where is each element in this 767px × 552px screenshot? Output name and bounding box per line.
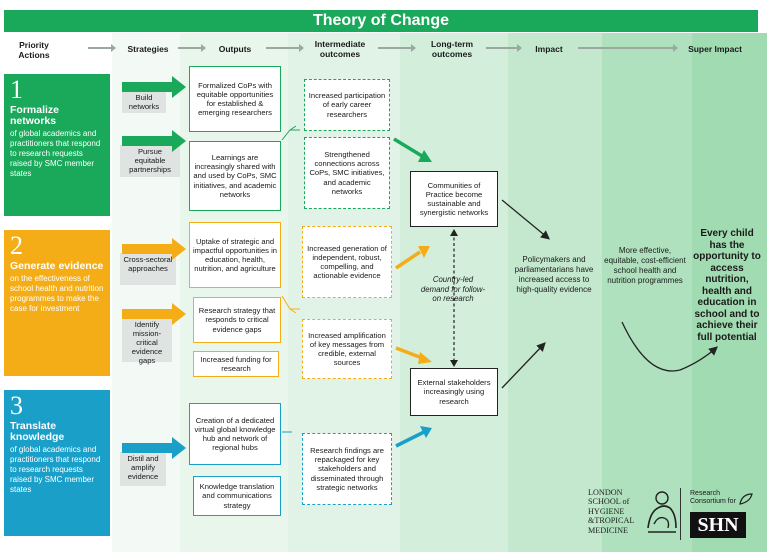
strategy-cross-sectoral: Cross-sectoral approaches	[120, 253, 176, 285]
lshtm-crest-icon	[647, 491, 677, 533]
header-strategies: Strategies	[127, 44, 169, 54]
rc-shn-logo: Research Consortium for SHN	[690, 490, 760, 540]
rc-small-text: Research Consortium for	[690, 490, 736, 505]
priority-title: Formalize networks	[10, 104, 60, 127]
arrow-cross-sectoral	[122, 238, 186, 260]
impact-policymakers: Policymakers and parliamentarians have i…	[514, 255, 594, 294]
strategy-equitable-partnerships: Pursue equitable partnerships	[120, 145, 180, 177]
arrowhead-orange-up	[418, 246, 430, 258]
arrow-equitable-partnerships	[122, 130, 186, 152]
band-impact	[508, 33, 602, 552]
header-intermediate: Intermediate outcomes	[314, 39, 366, 59]
header-arrow	[378, 44, 416, 52]
logo-divider	[680, 488, 681, 540]
arrowhead-link-up	[450, 229, 458, 236]
intermediate-evidence-generation: Increased generation of independent, rob…	[302, 226, 392, 298]
rc-shn-badge: SHN	[690, 512, 746, 538]
priority-action-2: 2 Generate evidence on the effectiveness…	[4, 230, 110, 376]
output-formalized-cops: Formalized CoPs with equitable opportuni…	[189, 66, 281, 132]
intermediate-strengthened-connections: Strengthened connections across CoPs, SM…	[304, 137, 390, 209]
lshtm-logo: LONDON SCHOOL of HYGIENE &TROPICAL MEDIC…	[588, 488, 680, 544]
priority-desc: of global academics and practitioners th…	[10, 445, 101, 494]
strategy-build-networks: Build networks	[122, 91, 166, 113]
output-increased-funding: Increased funding for research	[193, 351, 279, 377]
intermediate-early-career: Increased participation of early career …	[304, 79, 390, 131]
header-longterm: Long-term outcomes	[430, 39, 474, 59]
priority-number: 3	[10, 391, 23, 420]
arrowhead-green	[418, 150, 432, 162]
arrow-identify-gaps	[122, 303, 186, 325]
priority-title: Translate knowledge	[10, 420, 65, 443]
arrowhead-blue	[420, 426, 432, 438]
priority-action-1: 1 Formalize networks of global academics…	[4, 74, 110, 216]
arrow-orange-up	[395, 250, 421, 270]
band-super	[692, 33, 767, 552]
header-super-impact: Super Impact	[688, 44, 742, 54]
priority-title: Generate evidence	[10, 260, 104, 272]
super-impact-statement: Every child has the opportunity to acces…	[693, 228, 761, 343]
priority-action-3: 3 Translate knowledge of global academic…	[4, 390, 110, 536]
priority-desc: of global academics and practitioners th…	[10, 129, 101, 178]
arrow-super-impact	[621, 321, 718, 372]
header-arrow	[578, 44, 678, 52]
output-kt-strategy: Knowledge translation and communications…	[193, 476, 281, 516]
impact-effective-programmes: More effective, equitable, cost-efficien…	[604, 246, 686, 285]
connector-orange	[281, 295, 300, 314]
arrow-distil-amplify	[122, 437, 186, 459]
header-arrow	[266, 44, 304, 52]
country-led-demand: Country-led demand for follow-on researc…	[420, 275, 486, 303]
lshtm-wordmark: LONDON SCHOOL of HYGIENE &TROPICAL MEDIC…	[588, 488, 635, 535]
header-priority-actions: Priority Actions	[18, 40, 50, 60]
arrow-build-networks	[122, 76, 186, 98]
priority-number: 2	[10, 231, 23, 260]
priority-desc: on the effectiveness of school health an…	[10, 274, 104, 313]
priority-number: 1	[10, 75, 23, 104]
leaf-icon	[739, 493, 753, 505]
header-outputs: Outputs	[218, 44, 252, 54]
longterm-external-stakeholders: External stakeholders increasingly using…	[410, 368, 498, 416]
arrowhead-link-down	[450, 360, 458, 367]
connector-green	[281, 125, 300, 141]
output-learnings-shared: Learnings are increasingly shared with a…	[189, 141, 281, 211]
arrow-stakeholders-impact	[501, 342, 546, 389]
band-impact2	[602, 33, 692, 552]
output-research-strategy: Research strategy that responds to criti…	[193, 297, 281, 343]
arrow-orange-down	[395, 346, 423, 360]
arrow-green-longterm	[393, 137, 423, 158]
arrow-blue	[395, 430, 425, 448]
header-arrow	[486, 44, 522, 52]
longterm-cop-sustainable: Communities of Practice become sustainab…	[410, 171, 498, 227]
intermediate-repackaged-findings: Research findings are repackaged for key…	[302, 433, 392, 505]
header-arrow	[88, 44, 116, 52]
output-knowledge-hub: Creation of a dedicated virtual global k…	[189, 403, 281, 465]
strategy-distil-amplify: Distil and amplify evidence	[120, 452, 166, 486]
header-arrow	[178, 44, 206, 52]
header-impact: Impact	[535, 44, 563, 54]
strategy-identify-gaps: Identify mission-critical evidence gaps	[122, 318, 172, 365]
page-title: Theory of Change	[4, 10, 758, 32]
arrowhead-orange-down	[418, 352, 432, 364]
arrow-cop-impact	[501, 199, 551, 240]
output-uptake-opportunities: Uptake of strategic and impactful opport…	[189, 222, 281, 288]
intermediate-amplification: Increased amplification of key messages …	[302, 319, 392, 379]
